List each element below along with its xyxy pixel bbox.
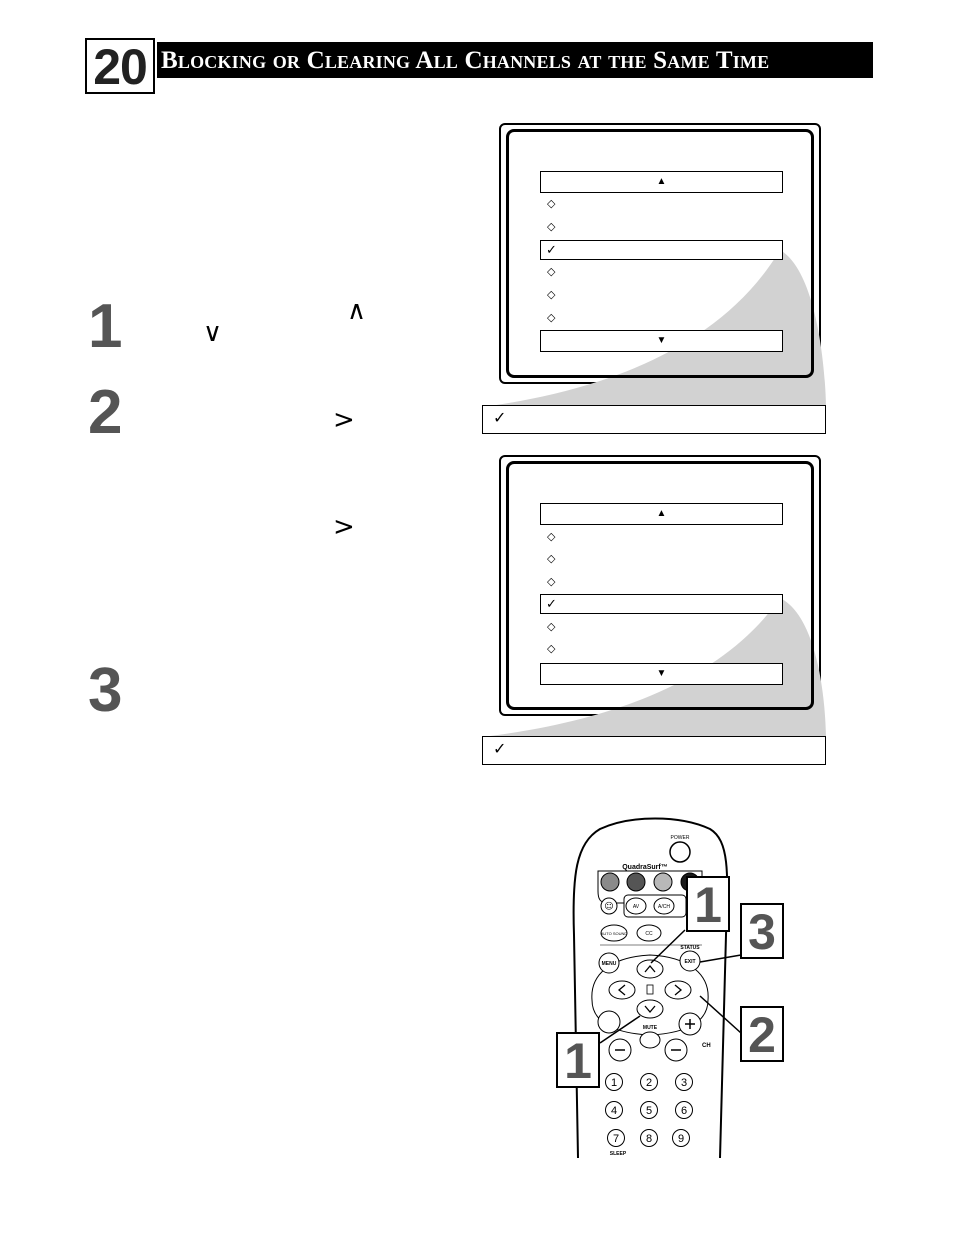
menu-button[interactable] [598,952,620,974]
selected-channel-row: ✓ [540,594,783,614]
channel-item-icon: ◇ [547,552,556,565]
digit-7-button[interactable] [607,1129,625,1147]
channel-item-icon: ◇ [547,220,556,233]
cursor-left-button[interactable] [608,980,636,1000]
cursor-right-button[interactable] [664,980,692,1000]
smiley-button[interactable] [600,897,618,915]
yellow-button[interactable] [653,872,673,892]
green-button[interactable] [626,872,646,892]
cursor-down-button[interactable] [636,999,664,1019]
digit-9-label: 9 [678,1133,684,1145]
digit-8-button[interactable] [640,1129,658,1147]
red-button[interactable] [600,872,620,892]
check-icon: ✓ [546,242,557,257]
check-icon: ✓ [546,596,557,611]
mute-label: MUTE [643,1025,658,1031]
digit-9-button[interactable] [672,1129,690,1147]
callout-step-1-top: 1 [686,876,730,932]
channel-item-icon: ◇ [547,197,556,210]
ch-label: CH [702,1043,711,1049]
right-chevron-icon [674,984,683,996]
scroll-down-row: ▼ [540,663,783,685]
digit-1-label: 1 [611,1077,617,1089]
channel-item-icon: ◇ [547,620,556,633]
screen-glow-shape [490,598,826,736]
cc-button[interactable] [636,924,662,942]
step-2-number: 2 [88,378,123,447]
auto-sound-button[interactable] [600,924,628,942]
down-arrow-icon: ∨ [203,318,223,348]
left-chevron-icon [617,984,626,996]
right-arrow-icon: > [333,512,355,542]
up-triangle-icon: ▲ [656,176,667,187]
sleep-label: SLEEP [610,1151,627,1157]
right-arrow-icon: > [333,405,355,435]
ach-label: A/CH [658,904,670,910]
page-number: 20 [85,38,155,94]
channel-item-icon: ◇ [547,288,556,301]
digit-7-label: 7 [613,1133,619,1145]
scroll-up-row: ▲ [540,503,783,525]
down-triangle-icon: ▼ [656,668,667,679]
digit-5-label: 5 [646,1105,652,1117]
cc-label: CC [645,931,653,937]
lock-icon [646,984,654,995]
power-button[interactable] [669,841,691,863]
digit-2-button[interactable] [640,1073,658,1091]
page-title: Blocking or Clearing All Channels at the… [157,42,873,78]
tv-screen [506,129,814,378]
digit-4-button[interactable] [605,1101,623,1119]
digit-5-button[interactable] [640,1101,658,1119]
mute-button[interactable] [639,1031,661,1049]
status-bar: ✓ [482,405,826,434]
menu-label: MENU [602,961,617,967]
av-button[interactable] [625,897,647,915]
digit-3-button[interactable] [675,1073,693,1091]
callout-step-1-bottom: 1 [556,1032,600,1088]
check-icon: ✓ [493,410,507,427]
scroll-down-row: ▼ [540,330,783,352]
ach-button[interactable] [653,897,675,915]
callout-step-3: 3 [740,903,784,959]
up-chevron-icon [644,964,656,973]
power-label: POWER [671,835,690,841]
smiley-icon: ☺ [604,901,613,912]
channel-item-icon: ◇ [547,530,556,543]
digit-2-label: 2 [646,1077,652,1089]
digit-6-label: 6 [681,1105,687,1117]
step-3-number: 3 [88,656,123,725]
status-bar: ✓ [482,736,826,765]
auto-sound-label: AUTO SOUND [601,931,628,936]
digit-4-label: 4 [611,1105,617,1117]
down-chevron-icon [644,1005,656,1014]
tv-screen [506,461,814,710]
volume-up-button[interactable] [597,1010,621,1034]
step-1-number: 1 [88,292,123,361]
up-arrow-icon: ∧ [347,296,367,326]
status-label: STATUS [680,945,700,951]
cursor-up-button[interactable] [636,959,664,979]
up-triangle-icon: ▲ [656,508,667,519]
selected-channel-row: ✓ [540,240,783,260]
av-label: AV [633,904,640,910]
channel-item-icon: ◇ [547,642,556,655]
digit-3-label: 3 [681,1077,687,1089]
digit-6-button[interactable] [675,1101,693,1119]
digit-1-button[interactable] [605,1073,623,1091]
quadrasurf-label: QuadraSurf™ [622,864,668,871]
channel-item-icon: ◇ [547,311,556,324]
exit-button[interactable] [679,950,701,972]
scroll-up-row: ▲ [540,171,783,193]
exit-label: EXIT [684,959,695,965]
callout-step-2: 2 [740,1006,784,1062]
down-triangle-icon: ▼ [656,335,667,346]
screen-glow-shape [490,250,826,406]
channel-item-icon: ◇ [547,575,556,588]
check-icon: ✓ [493,741,507,758]
channel-item-icon: ◇ [547,265,556,278]
digit-8-label: 8 [646,1133,652,1145]
